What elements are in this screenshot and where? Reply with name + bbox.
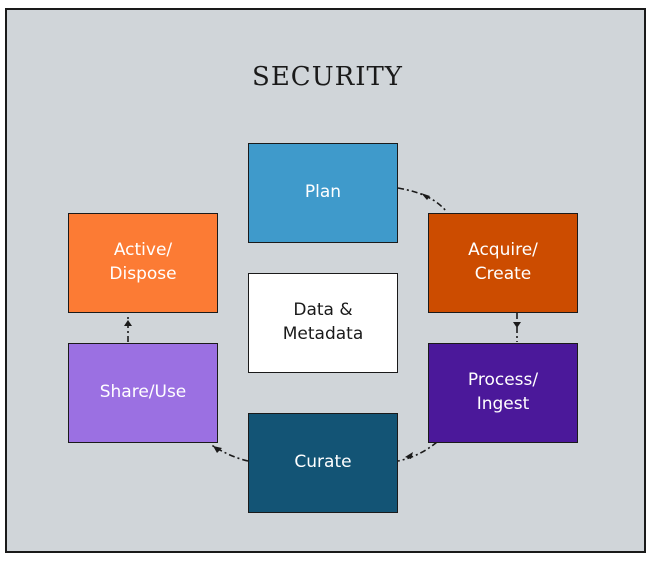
stage-acquire-create-label: Acquire/ Create (468, 240, 538, 284)
arrowhead-share (213, 446, 222, 453)
stage-plan: Plan (248, 143, 398, 243)
arrowhead-process (513, 322, 521, 328)
stage-share-use-label: Share/Use (99, 382, 187, 403)
stage-active-dispose-label: Active/ Dispose (109, 240, 177, 284)
stage-curate-label: Curate (294, 452, 352, 473)
connector-plan-to-acquire (397, 187, 448, 213)
connector-curate-to-share (209, 443, 249, 462)
stage-active-dispose: Active/ Dispose (68, 213, 218, 313)
stage-share-use: Share/Use (68, 343, 218, 443)
arrowhead-active (124, 320, 132, 326)
diagram-title: SECURITY (252, 62, 403, 92)
stage-process-ingest: Process/ Ingest (428, 343, 578, 443)
arrowhead-curate (405, 452, 413, 459)
stage-process-ingest-label: Process/ Ingest (467, 370, 539, 414)
arrowhead-acquire (421, 193, 430, 200)
stage-acquire-create: Acquire/ Create (428, 213, 578, 313)
center-label: Data & Metadata (282, 300, 364, 344)
connector-process-to-curate (397, 441, 438, 462)
stage-curate: Curate (248, 413, 398, 513)
center-data-metadata: Data & Metadata (248, 273, 398, 373)
stage-plan-label: Plan (304, 182, 342, 203)
